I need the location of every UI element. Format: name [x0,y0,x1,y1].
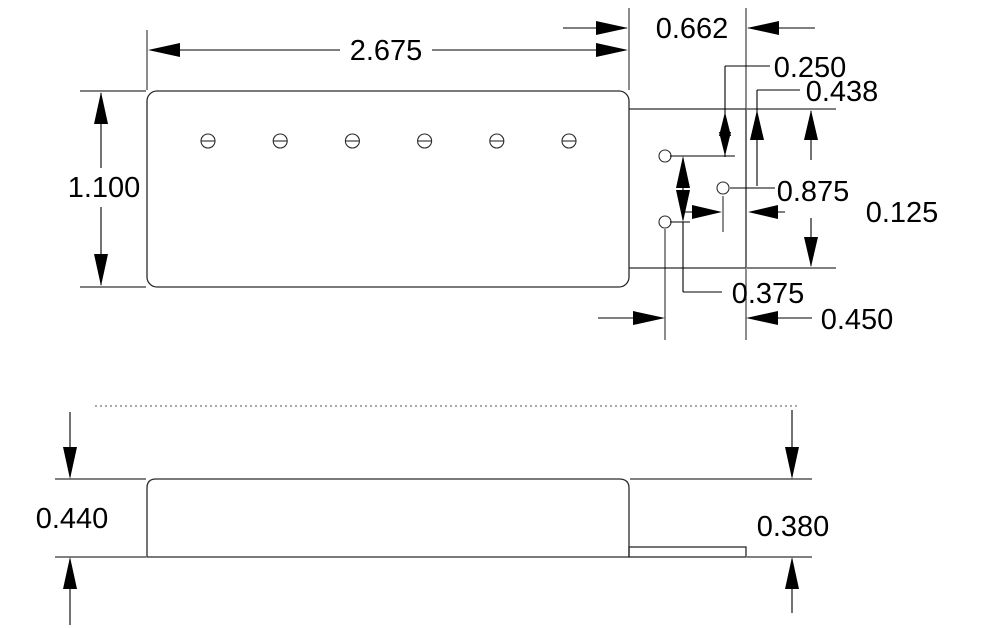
dimension-mount-width: 0.662 [563,8,815,109]
pole-pieces [200,133,577,149]
tab-height-label: 0.380 [757,511,830,543]
dimension-length: 2.675 [146,8,630,90]
side-height-label: 0.440 [36,503,109,535]
dimension-tab-height: 0.380 [630,410,829,613]
mounting-tab-outline [629,108,747,269]
dimension-side-height: 0.440 [36,412,146,625]
dimension-hole-top-outer: 0.438 [747,76,878,186]
dimension-hole-top: 0.250 [672,52,846,157]
hole-spacing-label: 0.875 [777,176,850,208]
hole-top-outer-label: 0.438 [806,76,879,108]
length-label: 2.675 [350,35,423,67]
dimension-hole-spacing: 0.875 [670,155,850,223]
mounting-tab-side [628,546,747,558]
top-view: 2.675 0.662 1.100 0.25 [68,8,939,340]
mount-hole-lower [658,215,672,229]
dimension-hole-offset: 0.125 [685,196,939,269]
side-view: 0.440 0.380 [36,405,829,625]
pickup-body-outline [146,90,630,288]
height-label: 1.100 [68,172,141,204]
dimension-hole-span: 0.450 [598,229,893,340]
hole-span-label: 0.450 [821,304,894,336]
mount-hole-upper [658,149,672,163]
hole-left-inset-label: 0.375 [732,278,805,310]
dimension-hole-left-inset: 0.375 [682,222,805,310]
mount-hole-center [716,181,730,195]
dimension-height: 1.100 [68,90,146,288]
mount-width-label: 0.662 [656,13,729,45]
pickup-side-outline [146,478,630,558]
hole-offset-label: 0.125 [866,197,939,229]
hole-top-label: 0.250 [774,52,847,84]
